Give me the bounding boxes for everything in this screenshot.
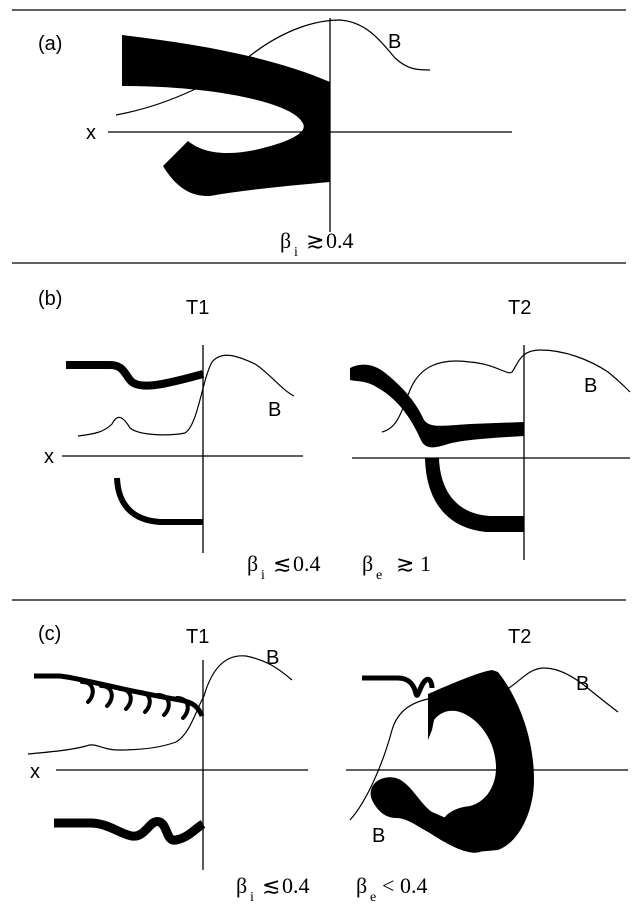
panel-b-t2-field-line	[381, 349, 631, 433]
svg-text:<: <	[382, 873, 394, 898]
svg-text:≲: ≲	[273, 551, 291, 576]
panel-c-tag: (c)	[38, 623, 61, 645]
svg-text:≳: ≳	[396, 551, 414, 576]
svg-text:1: 1	[420, 551, 431, 576]
svg-text:β: β	[356, 873, 367, 898]
panel-c-x-label: x	[30, 761, 40, 783]
panel-a-field-line	[115, 19, 431, 116]
panel-b-t1-lower-flux	[114, 477, 203, 525]
panel-b-t1-field-label: B	[268, 399, 281, 421]
svg-text:≳: ≳	[306, 228, 324, 253]
panel-a-tag: (a)	[38, 33, 62, 55]
panel-c-t1-upper-flux	[34, 673, 205, 718]
panel-b: (b) T1 T2 x B B β i ≲ 0.4 β e ≳ 1	[38, 288, 631, 583]
panel-c-t2-field-line	[349, 667, 619, 821]
panel-c-t2-main-flux	[428, 670, 534, 852]
panel-c-t2-upper-flux	[362, 675, 435, 698]
panel-c: (c) T1 T2 x B B B β i ≲ 0.4	[27, 623, 628, 905]
panel-c-blob-label: B	[372, 825, 385, 847]
svg-text:i: i	[250, 890, 254, 905]
svg-text:i: i	[294, 245, 298, 260]
panel-a-x-label: x	[86, 122, 96, 144]
panel-b-tag: (b)	[38, 288, 62, 310]
panel-a-field-label: B	[388, 31, 401, 53]
panel-b-t2-upper-flux	[350, 364, 524, 448]
panel-c-t1-field-line	[27, 655, 293, 755]
panel-c-t1-lower-flux	[54, 817, 206, 845]
svg-text:β: β	[236, 873, 247, 898]
svg-text:i: i	[261, 568, 265, 583]
panel-a-flux-band	[122, 35, 330, 197]
svg-text:β: β	[280, 228, 291, 253]
panel-b-beta-left: β i ≲ 0.4	[247, 551, 321, 583]
svg-text:e: e	[376, 568, 382, 583]
svg-text:0.4: 0.4	[400, 873, 428, 898]
panel-c-t2-title: T2	[508, 626, 531, 648]
panel-b-t2-field-label: B	[584, 375, 597, 397]
panel-c-t2-blob	[370, 777, 484, 853]
panel-a: (a) x B β i ≳ 0.4	[38, 18, 512, 260]
svg-text:0.4: 0.4	[282, 873, 310, 898]
panel-b-beta-right: β e ≳ 1	[362, 551, 431, 583]
panel-c-beta-left: β i ≲ 0.4	[236, 873, 310, 905]
panel-b-t2-title: T2	[508, 297, 531, 319]
svg-text:β: β	[362, 551, 373, 576]
svg-text:e: e	[370, 890, 376, 905]
svg-text:0.4: 0.4	[293, 551, 321, 576]
svg-text:≲: ≲	[262, 873, 280, 898]
panel-c-t1-hooks	[80, 680, 190, 720]
svg-text:0.4: 0.4	[326, 228, 354, 253]
panel-b-t1-upper-flux	[66, 361, 205, 390]
panel-b-t1-field-line	[77, 354, 295, 437]
svg-text:β: β	[247, 551, 258, 576]
panel-b-t1-title: T1	[186, 297, 209, 319]
panel-b-t2-lower-flux	[425, 458, 524, 532]
panel-b-x-label: x	[44, 446, 54, 468]
panel-c-beta-right: β e < 0.4	[356, 873, 428, 905]
panel-a-beta: β i ≳ 0.4	[280, 228, 354, 260]
panel-c-t1-field-label: B	[266, 647, 279, 669]
panel-c-t2-field-label: B	[576, 673, 589, 695]
panel-c-t1-title: T1	[186, 626, 209, 648]
